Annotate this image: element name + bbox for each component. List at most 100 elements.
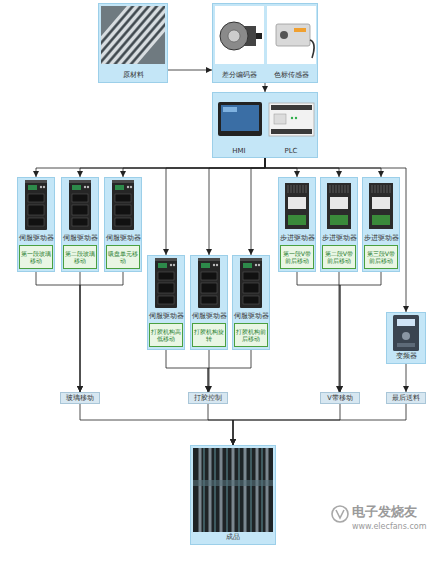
- node-label: 成品: [191, 532, 275, 542]
- product-bars: [193, 448, 273, 532]
- function-text: 打胶机构前后移动: [236, 328, 266, 342]
- function-text: 第一段V带前后移动: [282, 250, 312, 264]
- driver-box: 伺服驱动器打胶机构旋转: [190, 255, 228, 350]
- driver-box: 步进驱动器第三段V带前后移动: [362, 177, 400, 272]
- flow-connector: [208, 350, 251, 392]
- node-label: 差分编码器: [213, 70, 265, 80]
- flow-connector: [233, 404, 406, 445]
- plc-led: [295, 117, 297, 119]
- photo-box: 原材料: [98, 3, 168, 83]
- function-tag: 吸盘单元移动: [106, 245, 140, 269]
- function-text: 第三段V带前后移动: [366, 250, 396, 264]
- function-text: 打胶机构旋转: [194, 328, 224, 342]
- node-label: 伺服驱动器: [105, 234, 141, 243]
- stepper-drive-image: [327, 183, 351, 229]
- servo-drive-image: [240, 258, 262, 308]
- watermark-text: 电子发烧友: [352, 503, 417, 521]
- profile-highlight: [101, 6, 165, 64]
- hmi-widget: [223, 107, 237, 112]
- flow-connector: [36, 272, 80, 392]
- inverter-box: 变频器: [386, 312, 426, 364]
- product-photo: [193, 448, 273, 532]
- inverter-keys: [397, 343, 415, 347]
- node-label: 色标传感器: [265, 70, 317, 80]
- hmi-frame: [218, 102, 262, 136]
- group-box: 打胶控制: [188, 392, 228, 404]
- function-text: 吸盘单元移动: [108, 250, 138, 264]
- sensor-photo: [267, 6, 316, 64]
- device-box: HMIPLC: [212, 92, 318, 158]
- function-tag: 第一段V带前后移动: [280, 245, 314, 269]
- node-label: 步进驱动器: [279, 234, 315, 243]
- node-label: 最后送料: [392, 395, 420, 402]
- group-box: 最后送料: [386, 392, 426, 404]
- node-label: 伺服驱动器: [148, 312, 184, 321]
- sensor-led: [294, 28, 306, 32]
- flow-connector: [251, 158, 265, 255]
- plc-led: [291, 117, 293, 119]
- device-box: 差分编码器色标传感器: [212, 3, 318, 83]
- flow-connector: [123, 158, 265, 177]
- driver-box: 步进驱动器第一段V带前后移动: [278, 177, 316, 272]
- flow-connector: [406, 364, 407, 392]
- node-label: 伺服驱动器: [18, 234, 54, 243]
- node-label: 步进驱动器: [321, 234, 357, 243]
- photo-bg: [193, 448, 273, 532]
- node-label: 伺服驱动器: [191, 312, 227, 321]
- watermark-text: www.elecfans.com: [352, 522, 427, 531]
- inverter-display: [397, 319, 415, 326]
- flow-connector: [80, 404, 233, 445]
- plc-terminal: [271, 105, 312, 110]
- function-tag: 第三段V带前后移动: [364, 245, 398, 269]
- node-label: 打胶控制: [194, 395, 222, 402]
- encoder-hub: [228, 30, 240, 42]
- flow-connector: [340, 272, 381, 392]
- driver-box: 伺服驱动器打胶机构前后移动: [232, 255, 270, 350]
- encoder-flange: [220, 22, 248, 50]
- photo-box: 成品: [190, 445, 276, 545]
- flow-connector: [166, 158, 265, 255]
- encoder-body: [238, 26, 256, 46]
- servo-drive-image: [69, 180, 91, 230]
- servo-drive-image: [198, 258, 220, 308]
- photo-bg: [215, 6, 264, 64]
- group-box: 玻璃移动: [60, 392, 100, 404]
- sensor-body: [276, 24, 310, 46]
- stepper-drive-image: [369, 183, 393, 229]
- raw-material-photo: [74, 0, 190, 70]
- node-label: 原材料: [99, 70, 167, 80]
- flow-connector: [80, 158, 265, 177]
- stepper-drive-image: [285, 183, 309, 229]
- plc-terminal: [271, 129, 312, 134]
- plc-panel: [274, 114, 286, 124]
- flow-connector: [209, 350, 210, 392]
- node-label: 伺服驱动器: [233, 312, 269, 321]
- flow-connector: [208, 404, 233, 445]
- node-label: HMI: [213, 147, 265, 155]
- node-label: 伺服驱动器: [62, 234, 98, 243]
- flow-connector: [233, 404, 340, 445]
- driver-box: 伺服驱动器第一段玻璃移动: [17, 177, 55, 272]
- function-tag: 第二段V带前后移动: [322, 245, 356, 269]
- node-label: 变频器: [387, 351, 425, 361]
- hmi-screen: [221, 105, 259, 131]
- plc-photo: [269, 103, 314, 136]
- function-tag: 第一段玻璃移动: [19, 245, 53, 269]
- flow-connector: [265, 158, 297, 177]
- watermark-logo: [332, 506, 348, 522]
- flow-connector: [265, 158, 339, 177]
- inverter-body: [393, 315, 419, 351]
- logo-ring: [332, 506, 348, 522]
- sensor-cable: [310, 40, 314, 58]
- glass-edge: [193, 480, 273, 486]
- flow-connector: [265, 158, 381, 177]
- function-tag: 打胶机构旋转: [192, 323, 226, 347]
- profile-bars: [101, 6, 165, 64]
- node-label: 玻璃移动: [66, 395, 94, 402]
- profile-shadow: [101, 6, 165, 64]
- sensor-lens: [280, 31, 288, 39]
- node-label: 步进驱动器: [363, 234, 399, 243]
- driver-box: 步进驱动器第二段V带前后移动: [320, 177, 358, 272]
